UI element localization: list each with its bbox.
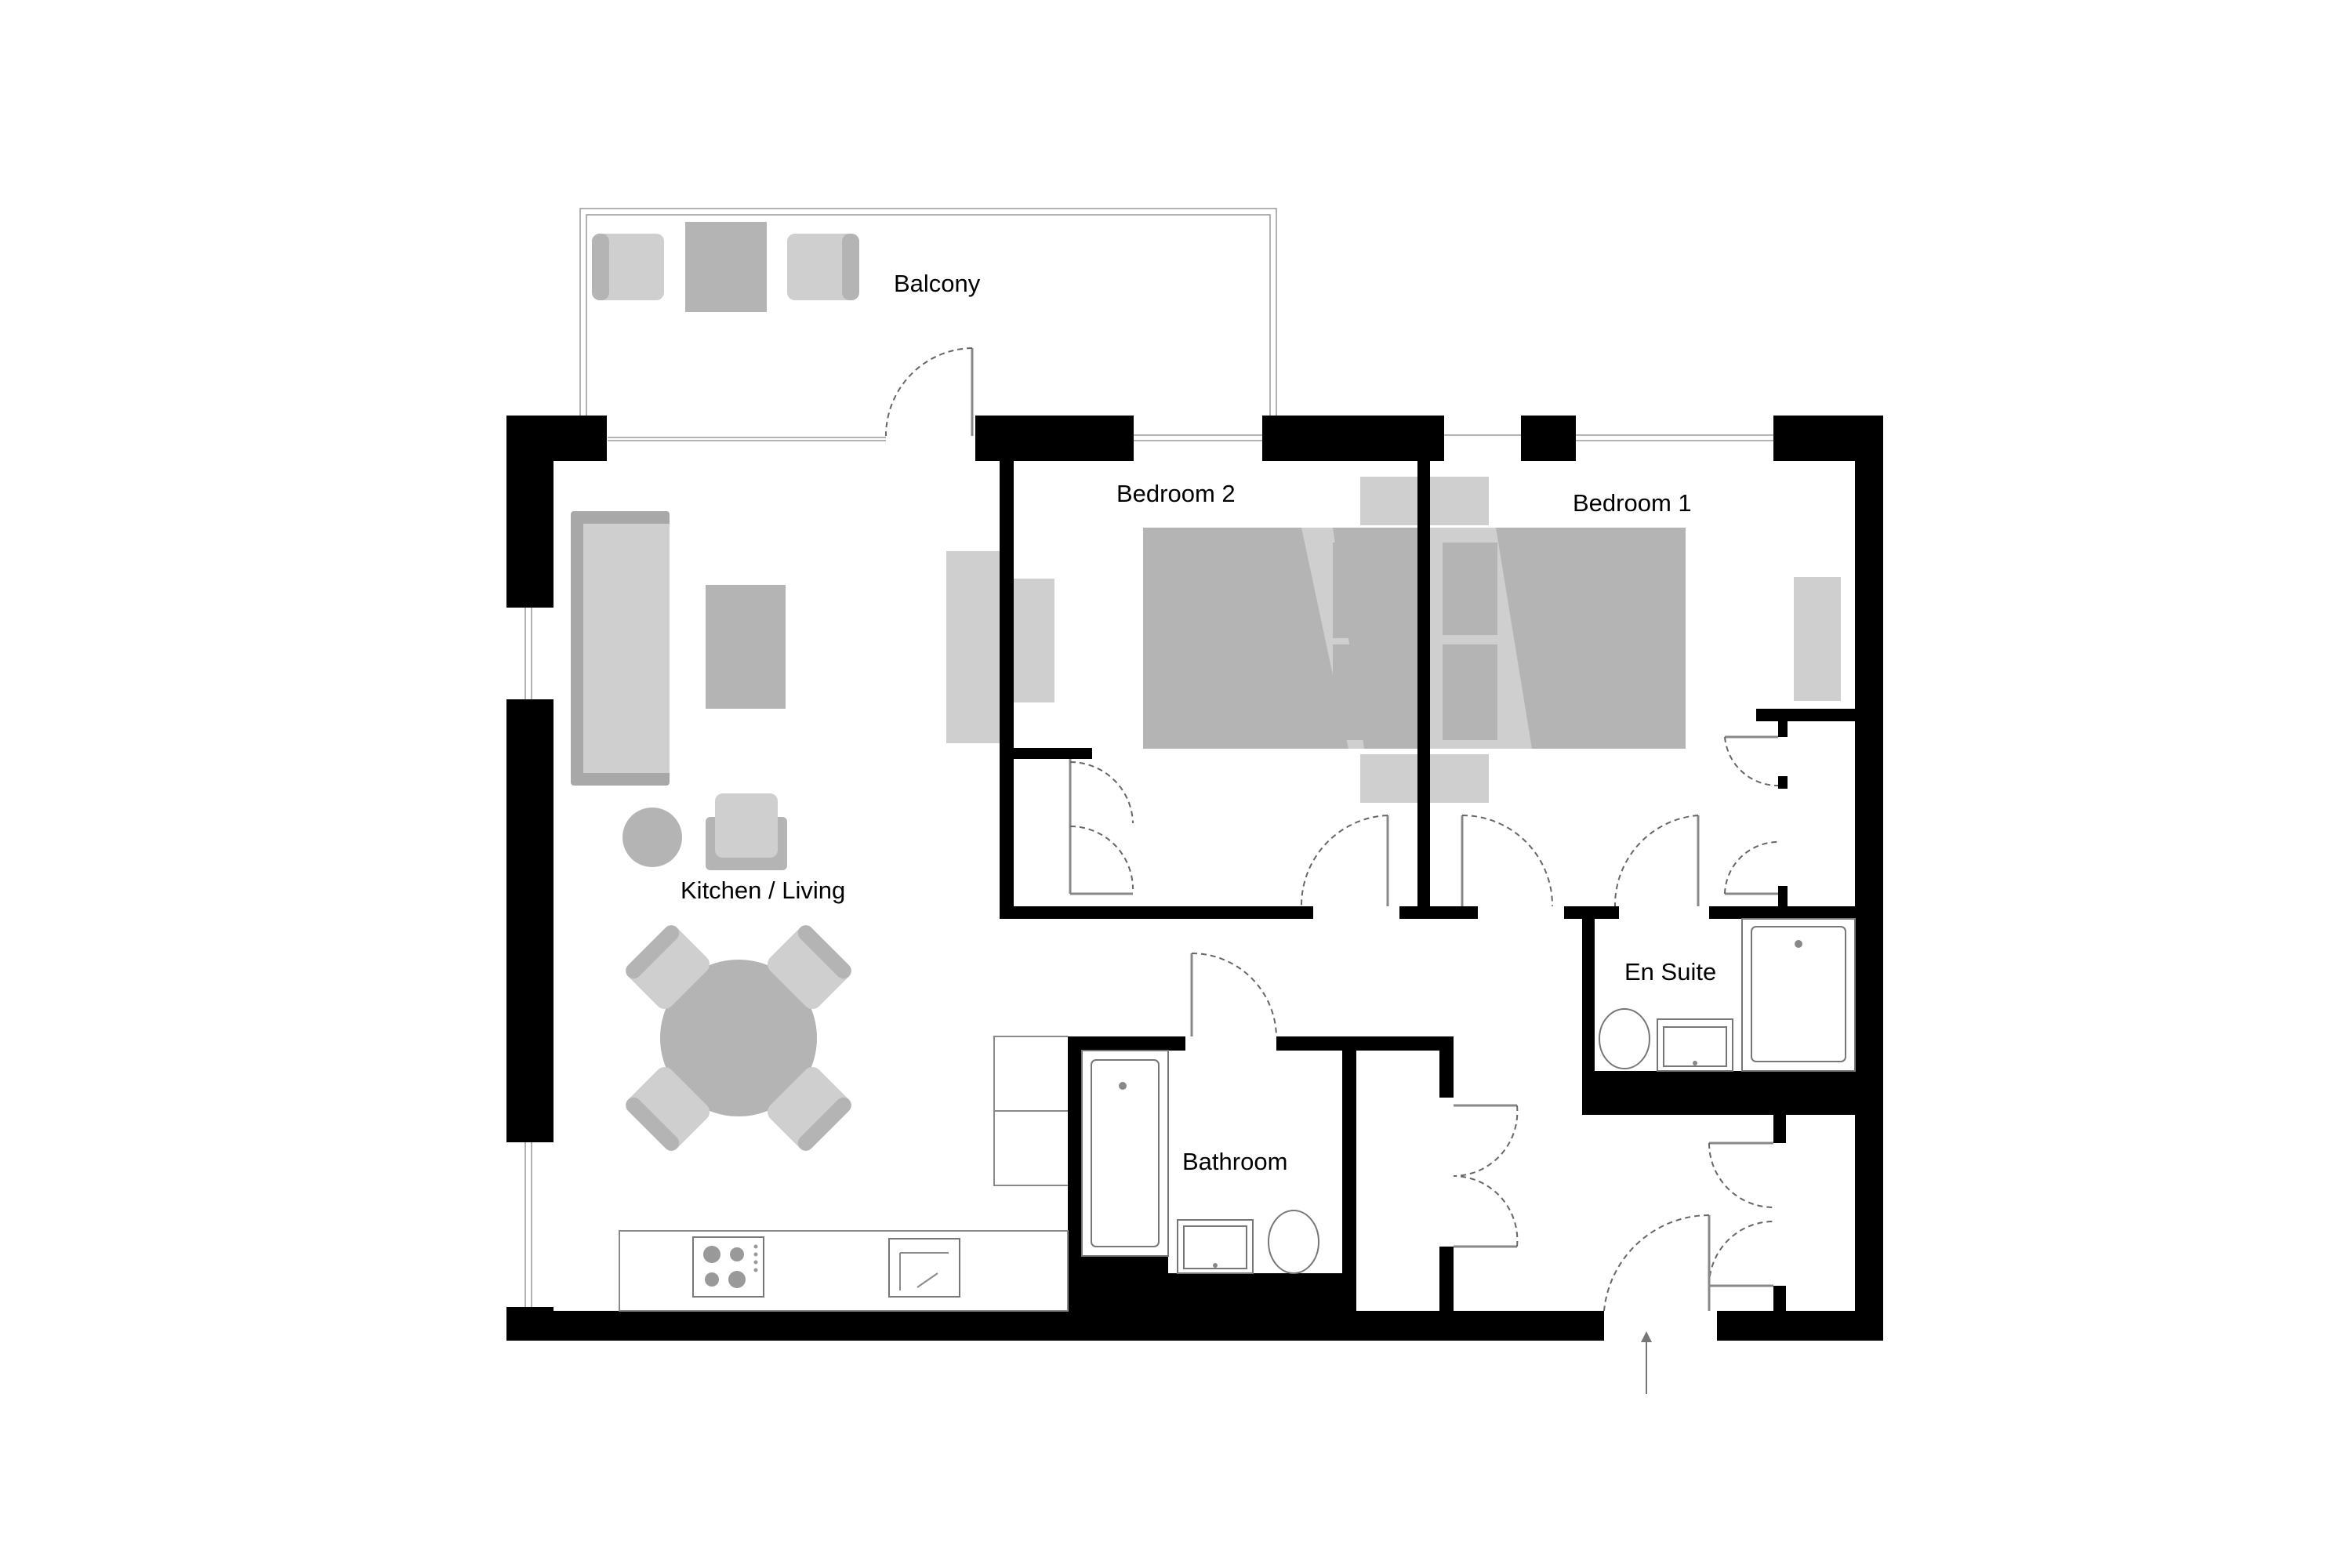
label-balcony: Balcony [894, 270, 981, 297]
bedside-table [1360, 754, 1417, 803]
side-table [622, 808, 682, 867]
label-bedroom-1: Bedroom 1 [1573, 489, 1692, 517]
bedroom-1-furniture [1430, 477, 1841, 907]
entrance-arrow-icon [1641, 1331, 1652, 1394]
bedside-table [1430, 477, 1489, 525]
bedroom-2-furniture [1014, 477, 1417, 907]
room-labels: Balcony Bedroom 2 Bedroom 1 Kitchen / Li… [681, 270, 1716, 1175]
walls [506, 416, 1883, 1341]
en-suite-fixtures [1599, 918, 1856, 1072]
bedside-table [1430, 754, 1489, 803]
label-bedroom-2: Bedroom 2 [1116, 480, 1236, 507]
hob-icon [692, 1236, 764, 1298]
coffee-table [706, 585, 786, 709]
label-en-suite: En Suite [1624, 958, 1716, 985]
dining-chairs [626, 925, 851, 1151]
balcony-chair-left [592, 234, 664, 300]
dresser [1794, 577, 1841, 701]
sink-icon [888, 1238, 960, 1298]
balcony-table [685, 222, 767, 312]
balcony-chair-left-back [592, 234, 609, 300]
label-bathroom: Bathroom [1182, 1148, 1287, 1175]
toilet-icon [1599, 1008, 1650, 1069]
balcony-area [579, 208, 1277, 441]
balcony-chair-right-back [842, 234, 859, 300]
hallway [1453, 1104, 1774, 1394]
toilet-icon [1268, 1210, 1319, 1274]
label-kitchen-living: Kitchen / Living [681, 877, 845, 904]
bathroom-fixtures [1081, 953, 1319, 1274]
dining-table [660, 960, 817, 1116]
desk [1014, 579, 1054, 702]
bedside-table [1360, 477, 1417, 525]
tv-unit [946, 551, 1000, 743]
balcony-chair-right [787, 234, 859, 300]
kitchen-living-furniture [571, 511, 1069, 1312]
